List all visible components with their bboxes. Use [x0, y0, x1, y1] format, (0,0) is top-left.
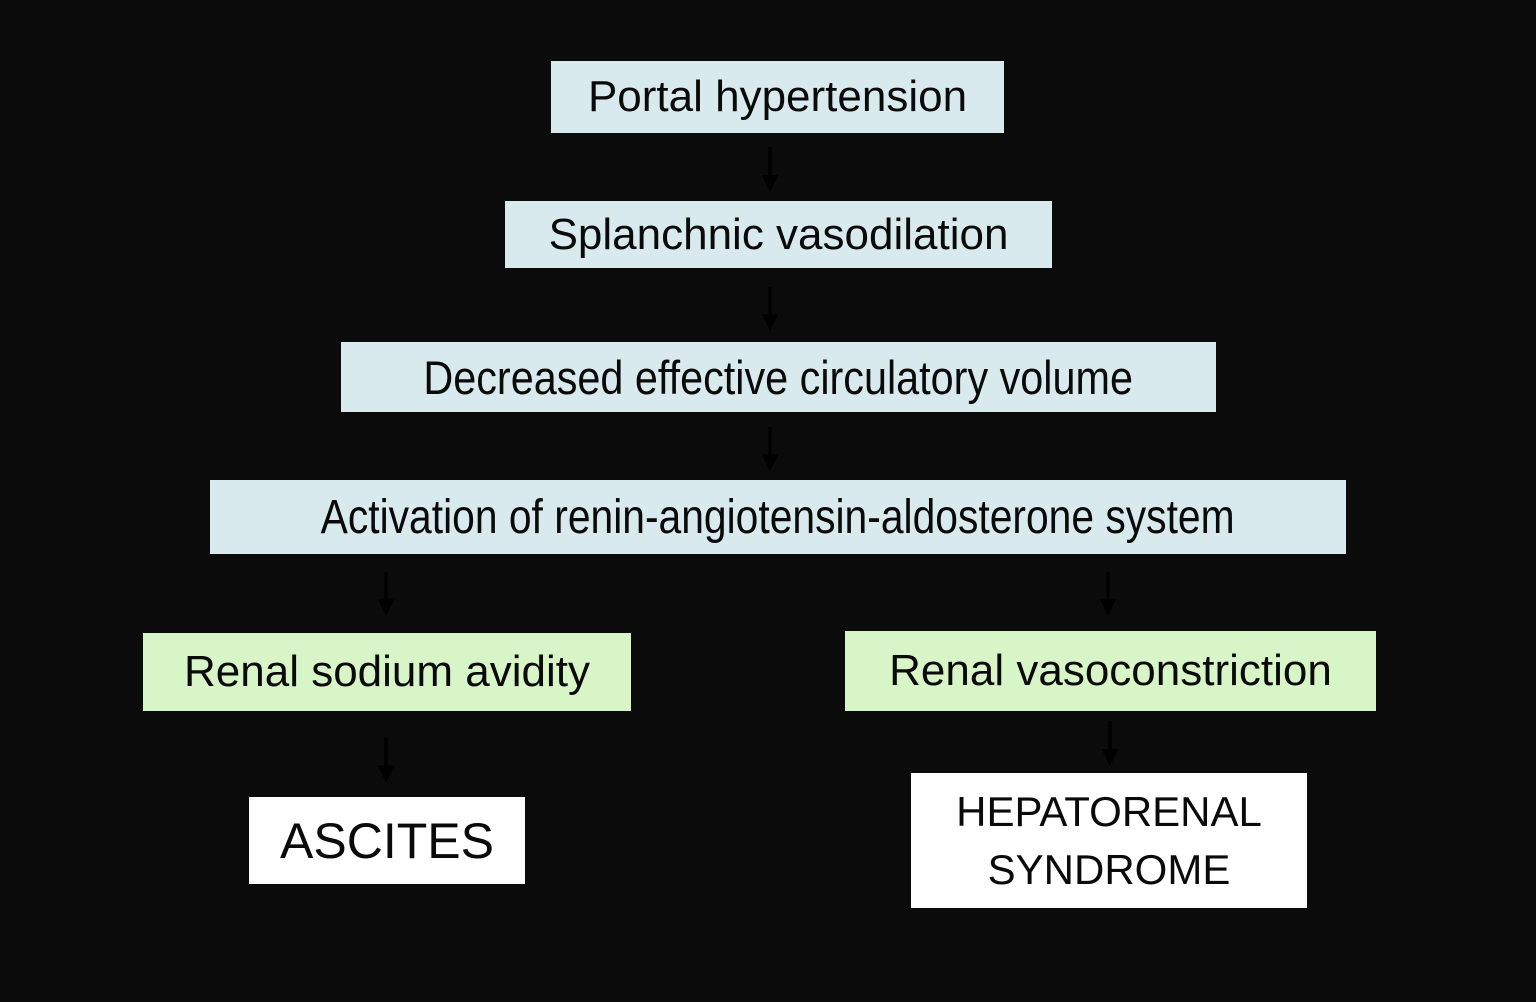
node-renal-vasoconstriction: Renal vasoconstriction	[845, 631, 1376, 711]
node-label: Decreased effective circulatory volume	[423, 350, 1134, 404]
node-raas-activation: Activation of renin-angiotensin-aldoster…	[210, 480, 1346, 554]
down-arrow-icon	[1099, 721, 1121, 766]
node-hepatorenal-syndrome: HEPATORENAL SYNDROME	[911, 773, 1307, 908]
node-label: Renal sodium avidity	[184, 647, 590, 696]
down-arrow-icon	[759, 427, 781, 471]
down-arrow-icon	[375, 572, 397, 616]
down-arrow-icon	[759, 147, 781, 192]
node-portal-hypertension: Portal hypertension	[551, 61, 1004, 133]
node-ascites: ASCITES	[249, 797, 525, 884]
node-label: Splanchnic vasodilation	[548, 209, 1009, 259]
node-label: ASCITES	[280, 812, 494, 869]
node-label: Portal hypertension	[587, 72, 968, 121]
down-arrow-icon	[375, 737, 397, 783]
down-arrow-icon	[1097, 572, 1119, 616]
node-renal-sodium-avidity: Renal sodium avidity	[143, 633, 631, 711]
node-label: HEPATORENAL SYNDROME	[956, 787, 1262, 893]
down-arrow-icon	[759, 287, 781, 331]
node-label: Activation of renin-angiotensin-aldoster…	[321, 490, 1235, 544]
node-decreased-effective-circulatory-volume: Decreased effective circulatory volume	[341, 342, 1216, 412]
node-splanchnic-vasodilation: Splanchnic vasodilation	[505, 201, 1052, 268]
node-label: Renal vasoconstriction	[889, 646, 1332, 695]
